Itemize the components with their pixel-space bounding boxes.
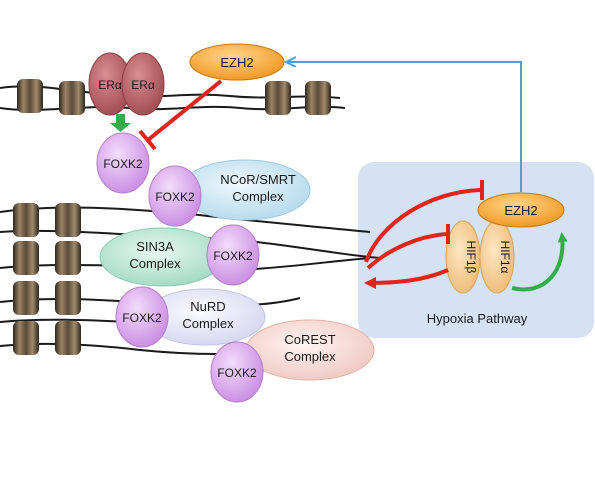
nucleosome: [305, 81, 331, 115]
nucleosome: [13, 321, 39, 355]
foxk2-protein: FOXK2: [115, 286, 169, 348]
corest-label: CoREST: [284, 332, 335, 347]
hif-repression-feedback-arrow: [364, 268, 449, 289]
foxk2-protein: FOXK2: [210, 341, 264, 403]
foxk2-complex-inhibits-hif1b-arrow: [366, 224, 450, 270]
nucleosome: [13, 241, 39, 275]
nucleosome: [55, 241, 81, 275]
nucleosome: [13, 281, 39, 315]
nucleosome: [55, 281, 81, 315]
ezh2-label: EZH2: [504, 203, 537, 218]
hif1a-label: HIF1α: [498, 241, 512, 274]
ezh2-protein-hypoxia: EZH2: [477, 192, 565, 228]
er-alpha-dimer: ERα ERα: [88, 52, 165, 116]
nurd-label: NuRD: [190, 299, 225, 314]
ncor-smrt-label: NCoR/SMRT: [220, 172, 296, 187]
foxk2-label: FOXK2: [103, 157, 143, 171]
ncor-smrt-complex: NCoR/SMRT Complex: [179, 159, 311, 221]
sin3a-complex-label: Complex: [129, 256, 181, 271]
foxk2-protein: FOXK2: [148, 165, 202, 227]
ezh2-inhibits-foxk2-arrow: [138, 79, 223, 151]
foxk2-label: FOXK2: [155, 190, 195, 204]
nucleosome: [13, 203, 39, 237]
ezh2-label: EZH2: [220, 55, 253, 70]
er-to-foxk2-activation-arrow: [110, 114, 131, 132]
corest-complex: CoREST Complex: [245, 319, 375, 381]
hypoxia-pathway-label: Hypoxia Pathway: [427, 311, 528, 326]
hif1b-protein: HIF1β: [445, 220, 481, 294]
nucleosome: [55, 203, 81, 237]
nurd-complex-label: Complex: [182, 316, 234, 331]
nucleosomes: [13, 79, 331, 355]
nucleosome: [17, 79, 43, 113]
nucleosome: [59, 81, 85, 115]
ezh2-feedback-arrow: [287, 62, 522, 192]
ncor-smrt-complex-label: Complex: [232, 189, 284, 204]
ezh2-protein: EZH2: [189, 43, 285, 81]
sin3a-complex: SIN3A Complex: [99, 227, 225, 287]
corest-complex-label: Complex: [284, 349, 336, 364]
foxk2-complex-inhibits-ezh2-arrow: [364, 180, 484, 263]
hif1a-activates-ezh2-arrow: [511, 232, 568, 292]
er-alpha-label: ERα: [131, 78, 155, 92]
foxk2-label: FOXK2: [122, 311, 162, 325]
nucleosome: [55, 321, 81, 355]
hif1a-protein: HIF1α: [479, 220, 515, 294]
hif1b-label: HIF1β: [464, 241, 478, 274]
er-alpha-label: ERα: [98, 78, 122, 92]
foxk2-label: FOXK2: [213, 249, 253, 263]
sin3a-label: SIN3A: [136, 239, 174, 254]
foxk2-label: FOXK2: [217, 366, 257, 380]
foxk2-protein: FOXK2: [96, 132, 150, 194]
nucleosome: [265, 81, 291, 115]
foxk2-protein: FOXK2: [206, 224, 260, 286]
